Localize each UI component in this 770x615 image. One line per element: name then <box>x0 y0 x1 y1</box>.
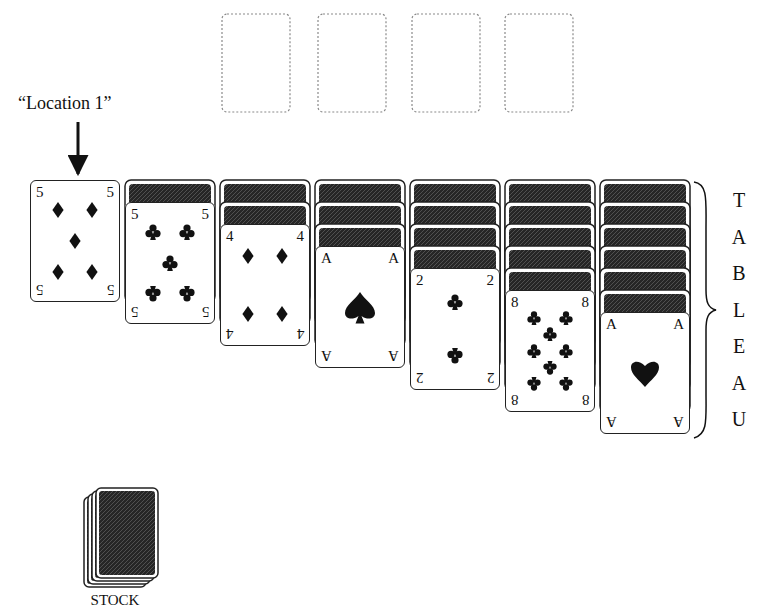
card-rank: 2 <box>487 370 495 386</box>
card-face <box>220 224 310 346</box>
card-rank: 8 <box>582 294 590 310</box>
foundation-slots <box>222 14 573 112</box>
card-rank: 2 <box>487 272 495 288</box>
card-rank: A <box>673 414 684 430</box>
playing-card: 5 5 5 5 <box>30 180 120 302</box>
location-callout: “Location 1” <box>18 93 111 113</box>
playing-card: 4 4 4 4 <box>220 224 310 346</box>
location-arrow <box>77 122 80 174</box>
card-rank: 8 <box>511 392 519 408</box>
card-rank: 2 <box>416 272 424 288</box>
card-rank: 4 <box>297 228 305 244</box>
card-rank: 5 <box>202 304 210 320</box>
card-rank: 8 <box>511 294 519 310</box>
card-rank: 4 <box>226 228 234 244</box>
card-rank: A <box>321 250 332 266</box>
card-rank: 4 <box>226 326 234 342</box>
card-face <box>125 202 215 324</box>
card-rank: 5 <box>202 206 210 222</box>
card-rank: 2 <box>416 370 424 386</box>
card-rank: A <box>388 250 399 266</box>
card-face <box>30 180 120 302</box>
card-rank: A <box>606 316 617 332</box>
card-rank: 5 <box>107 184 115 200</box>
card-rank: A <box>606 414 617 430</box>
stock-label: STOCK <box>70 592 160 609</box>
card-rank: 5 <box>36 282 44 298</box>
card-rank: 8 <box>582 392 590 408</box>
card-rank: A <box>321 348 332 364</box>
card-face <box>410 268 500 390</box>
playing-card: 2 2 2 2 <box>410 268 500 390</box>
playing-card: 8 8 8 8 <box>505 290 595 412</box>
card-face <box>600 312 690 434</box>
card-rank: A <box>388 348 399 364</box>
card-rank: 4 <box>297 326 305 342</box>
card-face <box>505 290 595 412</box>
playing-card: A A A A <box>315 246 405 368</box>
card-rank: 5 <box>131 304 139 320</box>
card-rank: 5 <box>107 282 115 298</box>
stock-pile <box>84 488 158 587</box>
playing-card: A A A A <box>600 312 690 434</box>
card-rank: A <box>673 316 684 332</box>
card-face <box>315 246 405 368</box>
tableau-label: T A B L E A U <box>730 182 748 438</box>
playing-card: 5 5 5 5 <box>125 202 215 324</box>
tableau-brace <box>694 182 716 438</box>
card-rank: 5 <box>36 184 44 200</box>
card-rank: 5 <box>131 206 139 222</box>
